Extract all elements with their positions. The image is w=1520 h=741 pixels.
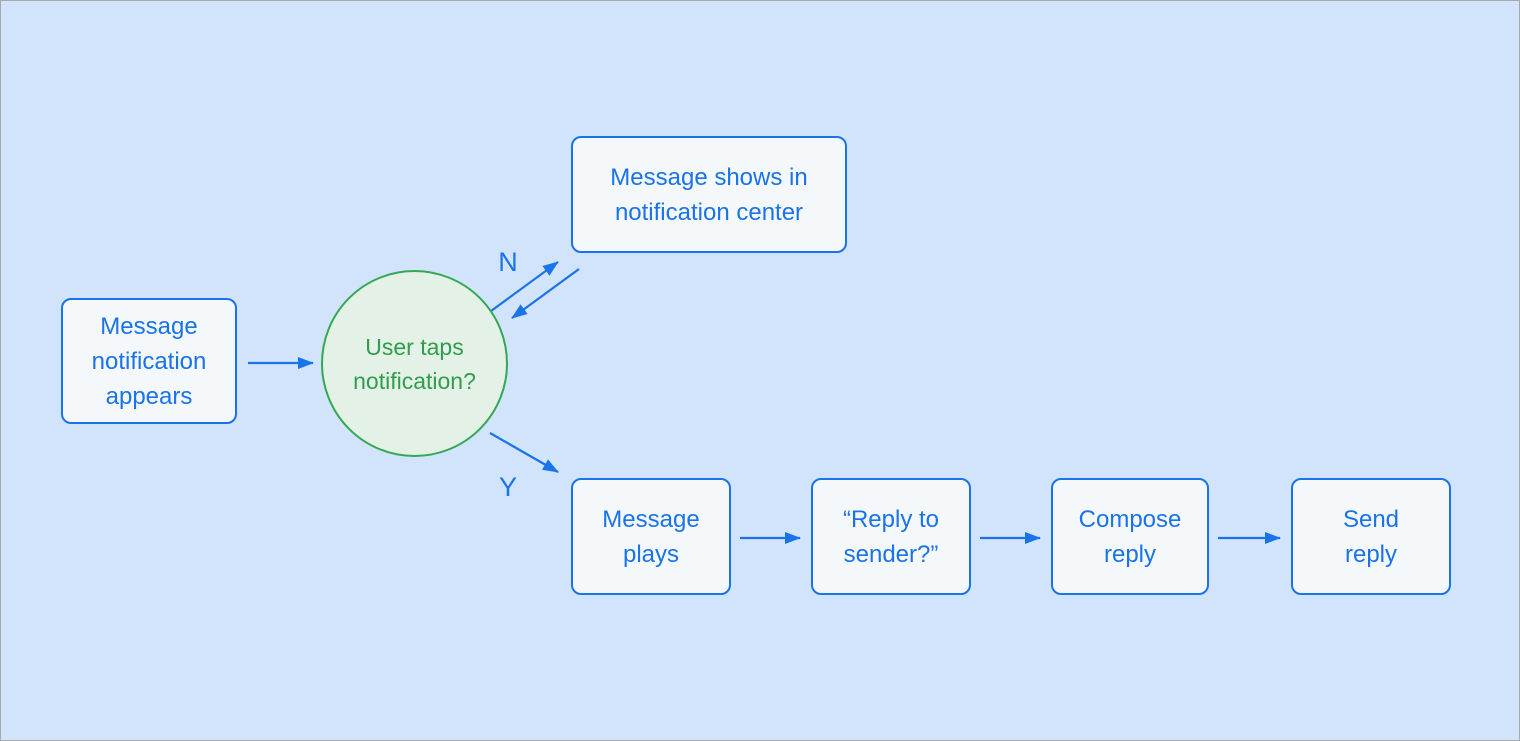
node-user-taps-notification-decision: User taps notification? xyxy=(321,270,508,457)
branch-label-no: N xyxy=(498,247,518,277)
node-send-reply: Send reply xyxy=(1291,478,1451,595)
node-reply-to-sender: “Reply to sender?” xyxy=(811,478,971,595)
node-label: Send reply xyxy=(1342,505,1400,568)
node-label: Message plays xyxy=(602,505,700,568)
arrow-notification-to-decision xyxy=(511,268,580,319)
node-compose-reply: Compose reply xyxy=(1051,478,1209,595)
branch-label-yes: Y xyxy=(498,472,517,502)
node-label: Message notification appears xyxy=(91,312,207,410)
node-message-notification-appears: Message notification appears xyxy=(61,298,237,424)
node-message-plays: Message plays xyxy=(571,478,731,595)
arrow-decision-to-message-plays xyxy=(489,432,559,473)
node-message-shows-in-notification-center: Message shows in notification center xyxy=(571,136,847,253)
node-label: Message shows in notification center xyxy=(610,163,808,226)
decision-label: User taps notification? xyxy=(353,333,476,394)
node-label: “Reply to sender?” xyxy=(842,505,940,568)
arrow-decision-to-notification xyxy=(490,261,559,312)
node-label: Compose reply xyxy=(1078,505,1182,568)
